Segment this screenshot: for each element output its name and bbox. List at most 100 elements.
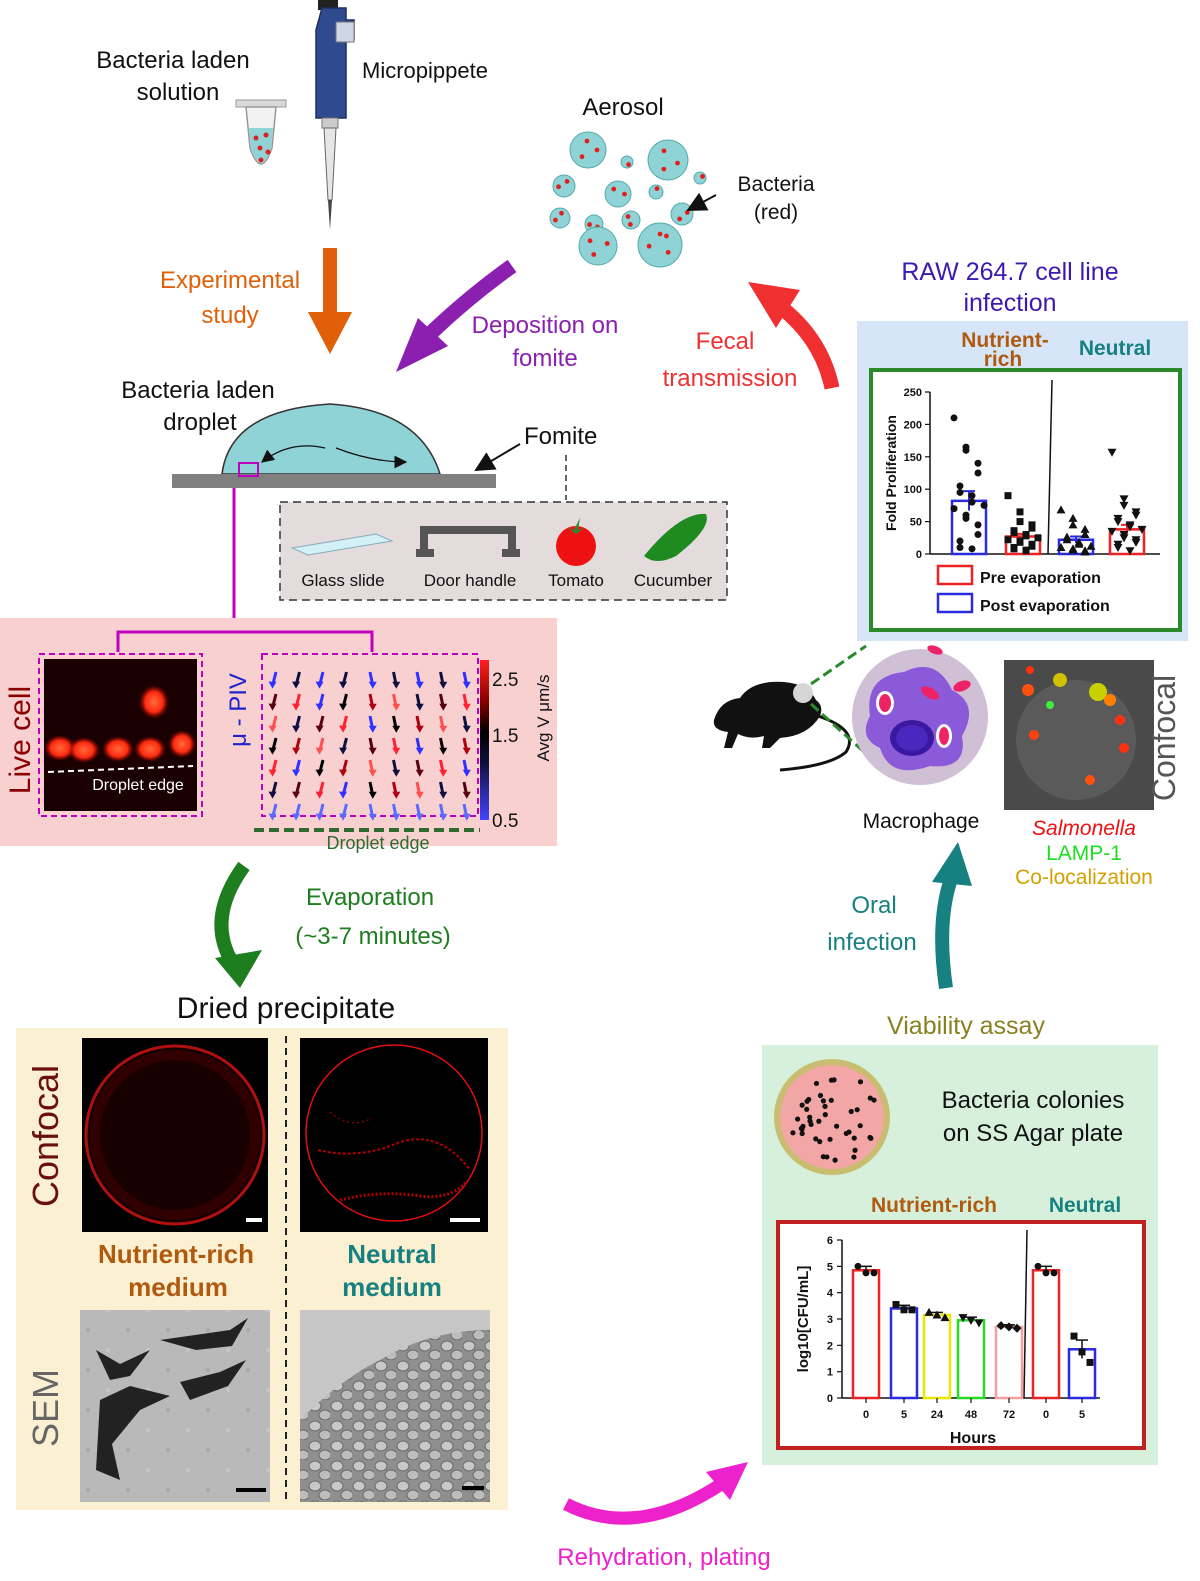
piv-vector-head: [439, 769, 448, 777]
deposition-label-1: Deposition on: [472, 312, 619, 339]
live-cell-label: Live cell: [4, 686, 37, 794]
raw-data-point: [1068, 545, 1078, 554]
raw-data-point: [950, 505, 958, 513]
colony-dot: [790, 1130, 796, 1136]
evaporation-arrow-shaft: [214, 861, 250, 966]
piv-vector-head: [268, 769, 277, 777]
fecal-arrow-shaft: [777, 302, 840, 390]
colony-dot: [817, 1092, 824, 1099]
colony-dot: [868, 1135, 874, 1141]
macrophage-label: Macrophage: [863, 810, 980, 833]
raw-data-point: [1080, 547, 1090, 556]
cfu-data-point: [870, 1269, 878, 1277]
cfu-data-point: [908, 1306, 916, 1314]
aerosol-droplets: [549, 131, 707, 268]
piv-vector-head: [439, 747, 448, 755]
raw-data-point: [956, 488, 964, 496]
colony-dot: [857, 1123, 863, 1129]
solution-label-2: solution: [137, 79, 220, 106]
fecal-label-1: Fecal: [696, 328, 755, 355]
cbar-label: Avg V μm/s: [534, 675, 553, 762]
piv-vector-head: [462, 681, 471, 689]
raw-data-point: [968, 545, 976, 553]
cfu-group-divider: [1023, 1229, 1028, 1399]
aerosol-droplet: [552, 174, 576, 198]
raw-data-point: [968, 492, 976, 500]
rehydration-label: Rehydration, plating: [557, 1544, 770, 1571]
bacterium-dot: [665, 249, 671, 255]
raw-data-point: [1113, 518, 1123, 527]
zoom-line-top: [810, 644, 867, 686]
raw-data-point: [956, 544, 964, 552]
piv-vector-head: [415, 725, 424, 733]
live-droplet-edge: Droplet edge: [92, 777, 184, 794]
piv-vector-head: [315, 813, 324, 821]
cfu-y-axis-label: log10[CFU/mL]: [795, 1266, 812, 1373]
fomite-item-cucumber: Cucumber: [634, 571, 713, 590]
colony-dot: [817, 1139, 823, 1145]
droplet-label-2: droplet: [163, 409, 237, 436]
colony-dot: [822, 1103, 828, 1109]
cfu-y-tick-label: 5: [827, 1261, 833, 1273]
droplet-on-fomite: [172, 403, 496, 488]
fomite-label: Fomite: [524, 423, 597, 450]
macrophage-icon: [852, 645, 988, 785]
piv-frame: [261, 653, 479, 817]
agar-plate-icon: [774, 1059, 890, 1175]
bacterium-dot: [677, 216, 683, 222]
colony-dot: [851, 1135, 857, 1141]
raw-y-tick-label: 0: [916, 549, 922, 561]
tomato-icon: [556, 518, 596, 566]
piv-vector-head: [392, 681, 401, 689]
piv-vector-head: [315, 703, 324, 711]
raw-data-point: [1028, 542, 1036, 550]
piv-vector-head: [392, 769, 401, 777]
raw-data-point: [1022, 547, 1030, 555]
raw-chart-frame: [869, 368, 1182, 632]
raw-data-point: [1080, 530, 1090, 539]
bacterium-dot: [626, 162, 632, 167]
colony-dot: [813, 1136, 819, 1142]
piv-vector-head: [415, 769, 424, 777]
aerosol-droplet: [549, 207, 571, 229]
piv-vector-head: [315, 725, 324, 733]
legend-swatch-post: [936, 592, 974, 614]
bacterium-dot: [564, 179, 570, 184]
raw-data-point: [1119, 501, 1129, 510]
raw-data-point: [1068, 513, 1078, 522]
raw-nutrient-label-1: Nutrient-: [961, 329, 1049, 352]
cfu-data-point: [1050, 1269, 1058, 1277]
oral-arrow-head: [932, 842, 972, 886]
cbar-tick-mid: 1.5: [492, 726, 518, 747]
piv-vector-head: [315, 681, 324, 689]
piv-vector-head: [415, 791, 424, 799]
bacterium-dot: [611, 186, 617, 192]
aerosol-droplet: [647, 139, 689, 181]
salmonella-label: Salmonella: [1032, 817, 1136, 840]
micropipette-label: Micropippete: [362, 58, 488, 83]
evaporation-label-2: (~3-7 minutes): [295, 923, 450, 950]
aerosol-droplet: [604, 180, 632, 208]
raw-data-point: [1010, 529, 1018, 537]
colony-dot: [806, 1096, 812, 1103]
sample-tube-icon: [235, 99, 287, 165]
raw-data-point: [1107, 527, 1117, 536]
colony-dot: [816, 1118, 822, 1124]
bacteria-pointer: [686, 192, 717, 211]
raw-data-point: [962, 446, 970, 454]
raw-data-point: [1068, 520, 1078, 529]
cfu-data-point: [1078, 1348, 1086, 1356]
piv-vector-head: [268, 681, 277, 689]
bacterium-dot: [625, 214, 631, 219]
raw-data-point: [1004, 492, 1012, 500]
piv-vector-head: [462, 769, 471, 777]
colony-dot: [857, 1079, 864, 1085]
raw-y-tick-label: 200: [904, 419, 922, 431]
colony-dot: [834, 1123, 840, 1129]
piv-vector-head: [392, 747, 401, 755]
experimental-arrow: [308, 248, 352, 354]
raw-data-point: [1080, 524, 1090, 533]
coloc-label: Co-localization: [1015, 866, 1153, 889]
aerosol-label: Aerosol: [582, 94, 663, 121]
